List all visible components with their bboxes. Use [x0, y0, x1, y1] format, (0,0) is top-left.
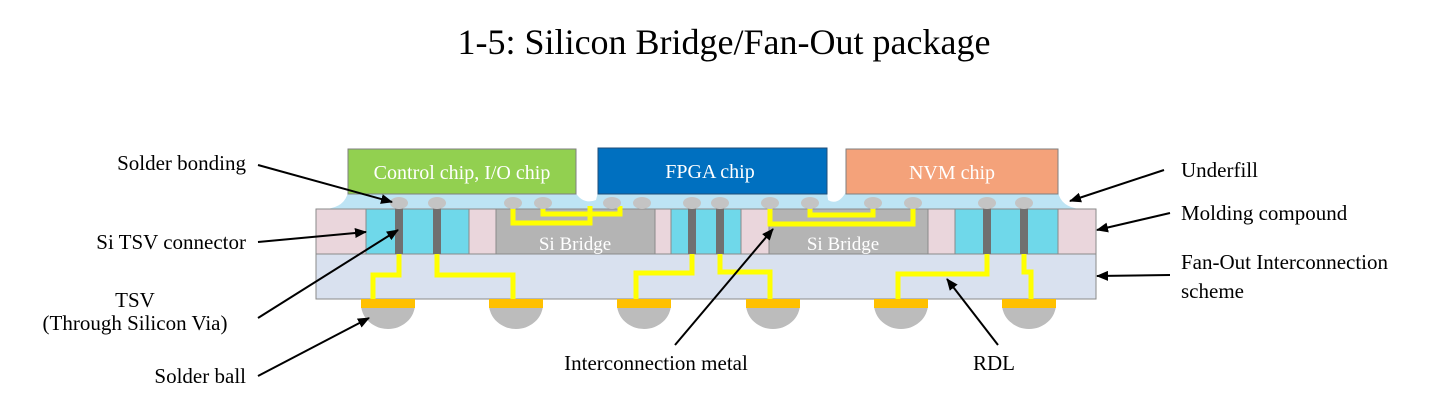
tsv-connector-block: [954, 208, 1059, 255]
fpga-chip: [597, 147, 828, 195]
solder-balls: [361, 304, 1056, 329]
control-chip-label: Control chip, I/O chip: [374, 162, 551, 184]
page-title: 1-5: Silicon Bridge/Fan-Out package: [458, 22, 991, 62]
wiring: [370, 206, 1034, 301]
molding-compound-label: Molding compound: [1181, 201, 1348, 225]
tsv-connectors: [365, 208, 1059, 255]
tsv-arrow: [257, 229, 399, 319]
rdl-trace: [717, 254, 773, 301]
solder-ball-arrow: [257, 317, 370, 377]
rdl-label: RDL: [973, 351, 1015, 375]
micro-bump: [633, 197, 651, 209]
solder-pad: [874, 299, 928, 308]
molding-compound-arrow: [1096, 212, 1171, 233]
fanout-scheme-label-line2: scheme: [1181, 279, 1244, 303]
micro-bump: [978, 197, 996, 209]
solder-pad: [489, 299, 543, 308]
rdl-trace: [1021, 254, 1034, 301]
fanout-scheme-label: Fan-Out Interconnection: [1181, 250, 1389, 274]
micro-bump: [904, 197, 922, 209]
bridge-interconnect: [767, 206, 916, 227]
fpga-chip-label: FPGA chip: [665, 161, 754, 183]
interconnection-metal-arrow: [674, 228, 774, 346]
nvm-chip-label: NVM chip: [909, 162, 995, 184]
solder-ball: [746, 304, 800, 329]
micro-bump: [504, 197, 522, 209]
interconnection-metal-label: Interconnection metal: [564, 351, 748, 375]
rdl-trace: [633, 254, 695, 301]
micro-bump: [801, 197, 819, 209]
solder-ball-label: Solder ball: [154, 364, 246, 388]
tsv: [983, 205, 991, 254]
tsv-connector-block: [670, 208, 742, 255]
tsv: [716, 205, 724, 254]
bridge-interconnect: [807, 206, 876, 218]
micro-bump: [428, 197, 446, 209]
si-bridge-left-label: Si Bridge: [539, 234, 611, 255]
micro-bump: [390, 197, 408, 209]
si-tsv-connector-arrow: [257, 228, 367, 243]
micro-bump: [1015, 197, 1033, 209]
solder-bonding-arrow: [257, 164, 393, 204]
solder-ball: [489, 304, 543, 329]
solder-pad: [1002, 299, 1056, 308]
rdl-trace: [895, 254, 990, 301]
rdl-trace: [370, 254, 402, 301]
solder-pad: [746, 299, 800, 308]
leader-arrows: [257, 164, 1171, 377]
micro-bump: [683, 197, 701, 209]
solder-pad: [617, 299, 671, 308]
rdl-arrow: [946, 278, 999, 346]
solder-ball: [874, 304, 928, 329]
solder-pad: [361, 299, 415, 308]
tsv: [1020, 205, 1028, 254]
tsv-subtitle-label: (Through Silicon Via): [43, 311, 228, 335]
si-tsv-connector-label: Si TSV connector: [96, 230, 246, 254]
bottom-pads: [361, 299, 1056, 308]
tsv: [688, 205, 696, 254]
nvm-chip: [845, 148, 1059, 195]
fanout-arrow: [1096, 270, 1171, 281]
tsv-vias: [395, 205, 1028, 254]
solder-ball: [617, 304, 671, 329]
micro-bump: [761, 197, 779, 209]
solder-bonding-label: Solder bonding: [117, 151, 246, 175]
micro-bump: [603, 197, 621, 209]
micro-bumps: [390, 197, 1033, 209]
underfill-arrow: [1069, 169, 1165, 203]
tsv: [433, 205, 441, 254]
tsv-label: TSV: [115, 288, 155, 312]
micro-bump: [864, 197, 882, 209]
bridge-interconnect: [540, 206, 623, 217]
si-bridge-right-label: Si Bridge: [807, 234, 879, 255]
solder-ball: [1002, 304, 1056, 329]
solder-ball: [361, 304, 415, 329]
micro-bump: [711, 197, 729, 209]
tsv-connector-block: [365, 208, 470, 255]
control-chip: [347, 148, 577, 195]
underfill-label: Underfill: [1181, 158, 1258, 182]
micro-bump: [534, 197, 552, 209]
rdl-trace: [434, 254, 516, 301]
tsv: [395, 205, 403, 254]
